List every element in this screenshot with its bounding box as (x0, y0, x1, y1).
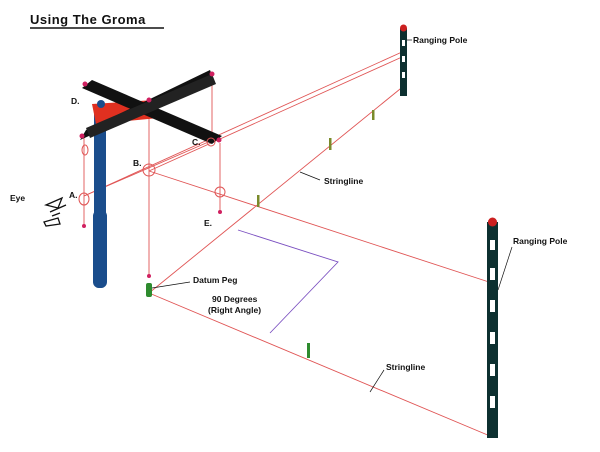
label-point-d: D. (71, 96, 80, 106)
page-title: Using The Groma (30, 12, 146, 27)
groma-cross (80, 70, 222, 144)
cross-arm-2b (86, 74, 216, 138)
label-datum-peg: Datum Peg (193, 275, 237, 285)
ranging-pole-right-band-2 (490, 268, 495, 280)
groma-pole-base (93, 210, 107, 288)
stringline-upper (148, 84, 406, 294)
plumb-bob-a (82, 224, 86, 228)
ranging-pole-right-cap (488, 217, 497, 227)
ring-c (206, 137, 216, 147)
label-point-e: E. (204, 218, 212, 228)
ranging-pole-right (487, 217, 498, 438)
marker-peg-2 (329, 138, 332, 150)
label-point-b: B. (133, 158, 142, 168)
label-leaders (151, 39, 513, 393)
cross-arm-1 (82, 80, 222, 144)
sighting-rings (78, 137, 226, 206)
leader-stringline-lower (369, 369, 385, 393)
leader-datum-peg (151, 281, 191, 289)
ranging-pole-top-band-3 (402, 72, 405, 78)
label-point-a: A. (69, 190, 78, 200)
ring-a-upper (81, 144, 89, 156)
label-stringline-lower: Stringline (386, 362, 425, 372)
ranging-pole-right-body (487, 222, 498, 438)
plumb-bob-b (147, 274, 151, 278)
plumb-point-d (82, 81, 88, 87)
sightline-a-to-top-pole (83, 51, 403, 197)
ranging-pole-right-band-1 (490, 240, 495, 250)
leader-ranging-pole-right (497, 246, 513, 291)
label-angle-line2: (Right Angle) (208, 305, 261, 315)
plumb-point-e-top (216, 137, 222, 143)
datum-peg (146, 283, 152, 297)
plumb-bob-e (218, 210, 222, 214)
ranging-pole-right-band-6 (490, 396, 495, 408)
stringline-lower (148, 292, 491, 437)
plumb-point-b-top (146, 97, 152, 103)
ring-a (78, 192, 90, 206)
right-angle-marker (237, 229, 339, 334)
label-ranging-pole-right: Ranging Pole (513, 236, 568, 246)
marker-peg-1 (372, 110, 375, 120)
leader-stringline-upper (299, 171, 321, 181)
groma-pivot (97, 100, 105, 108)
label-point-c: C. (192, 137, 201, 147)
label-eye: Eye (10, 193, 25, 203)
ranging-pole-top-band-1 (402, 40, 405, 46)
marker-pegs (257, 110, 375, 358)
plumb-point-a-top (79, 133, 85, 139)
plumb-points (79, 71, 222, 278)
label-ranging-pole-top: Ranging Pole (413, 35, 468, 45)
marker-peg-4 (307, 343, 310, 358)
ranging-pole-top-cap (400, 24, 407, 32)
ranging-pole-right-band-3 (490, 300, 495, 312)
plumb-point-c-top (209, 71, 215, 77)
marker-peg-3 (257, 195, 260, 207)
ranging-pole-top (400, 24, 407, 96)
label-angle-line1: 90 Degrees (212, 294, 258, 304)
ranging-pole-right-band-5 (490, 364, 495, 376)
ranging-pole-right-band-4 (490, 332, 495, 344)
ring-e (214, 186, 226, 198)
sightline-b-to-top-pole (148, 56, 403, 172)
ring-b (142, 163, 156, 177)
eye-icon (43, 196, 67, 227)
sightline-b-to-right-pole (148, 170, 493, 284)
ranging-pole-top-band-2 (402, 56, 405, 62)
label-stringline-upper: Stringline (324, 176, 363, 186)
